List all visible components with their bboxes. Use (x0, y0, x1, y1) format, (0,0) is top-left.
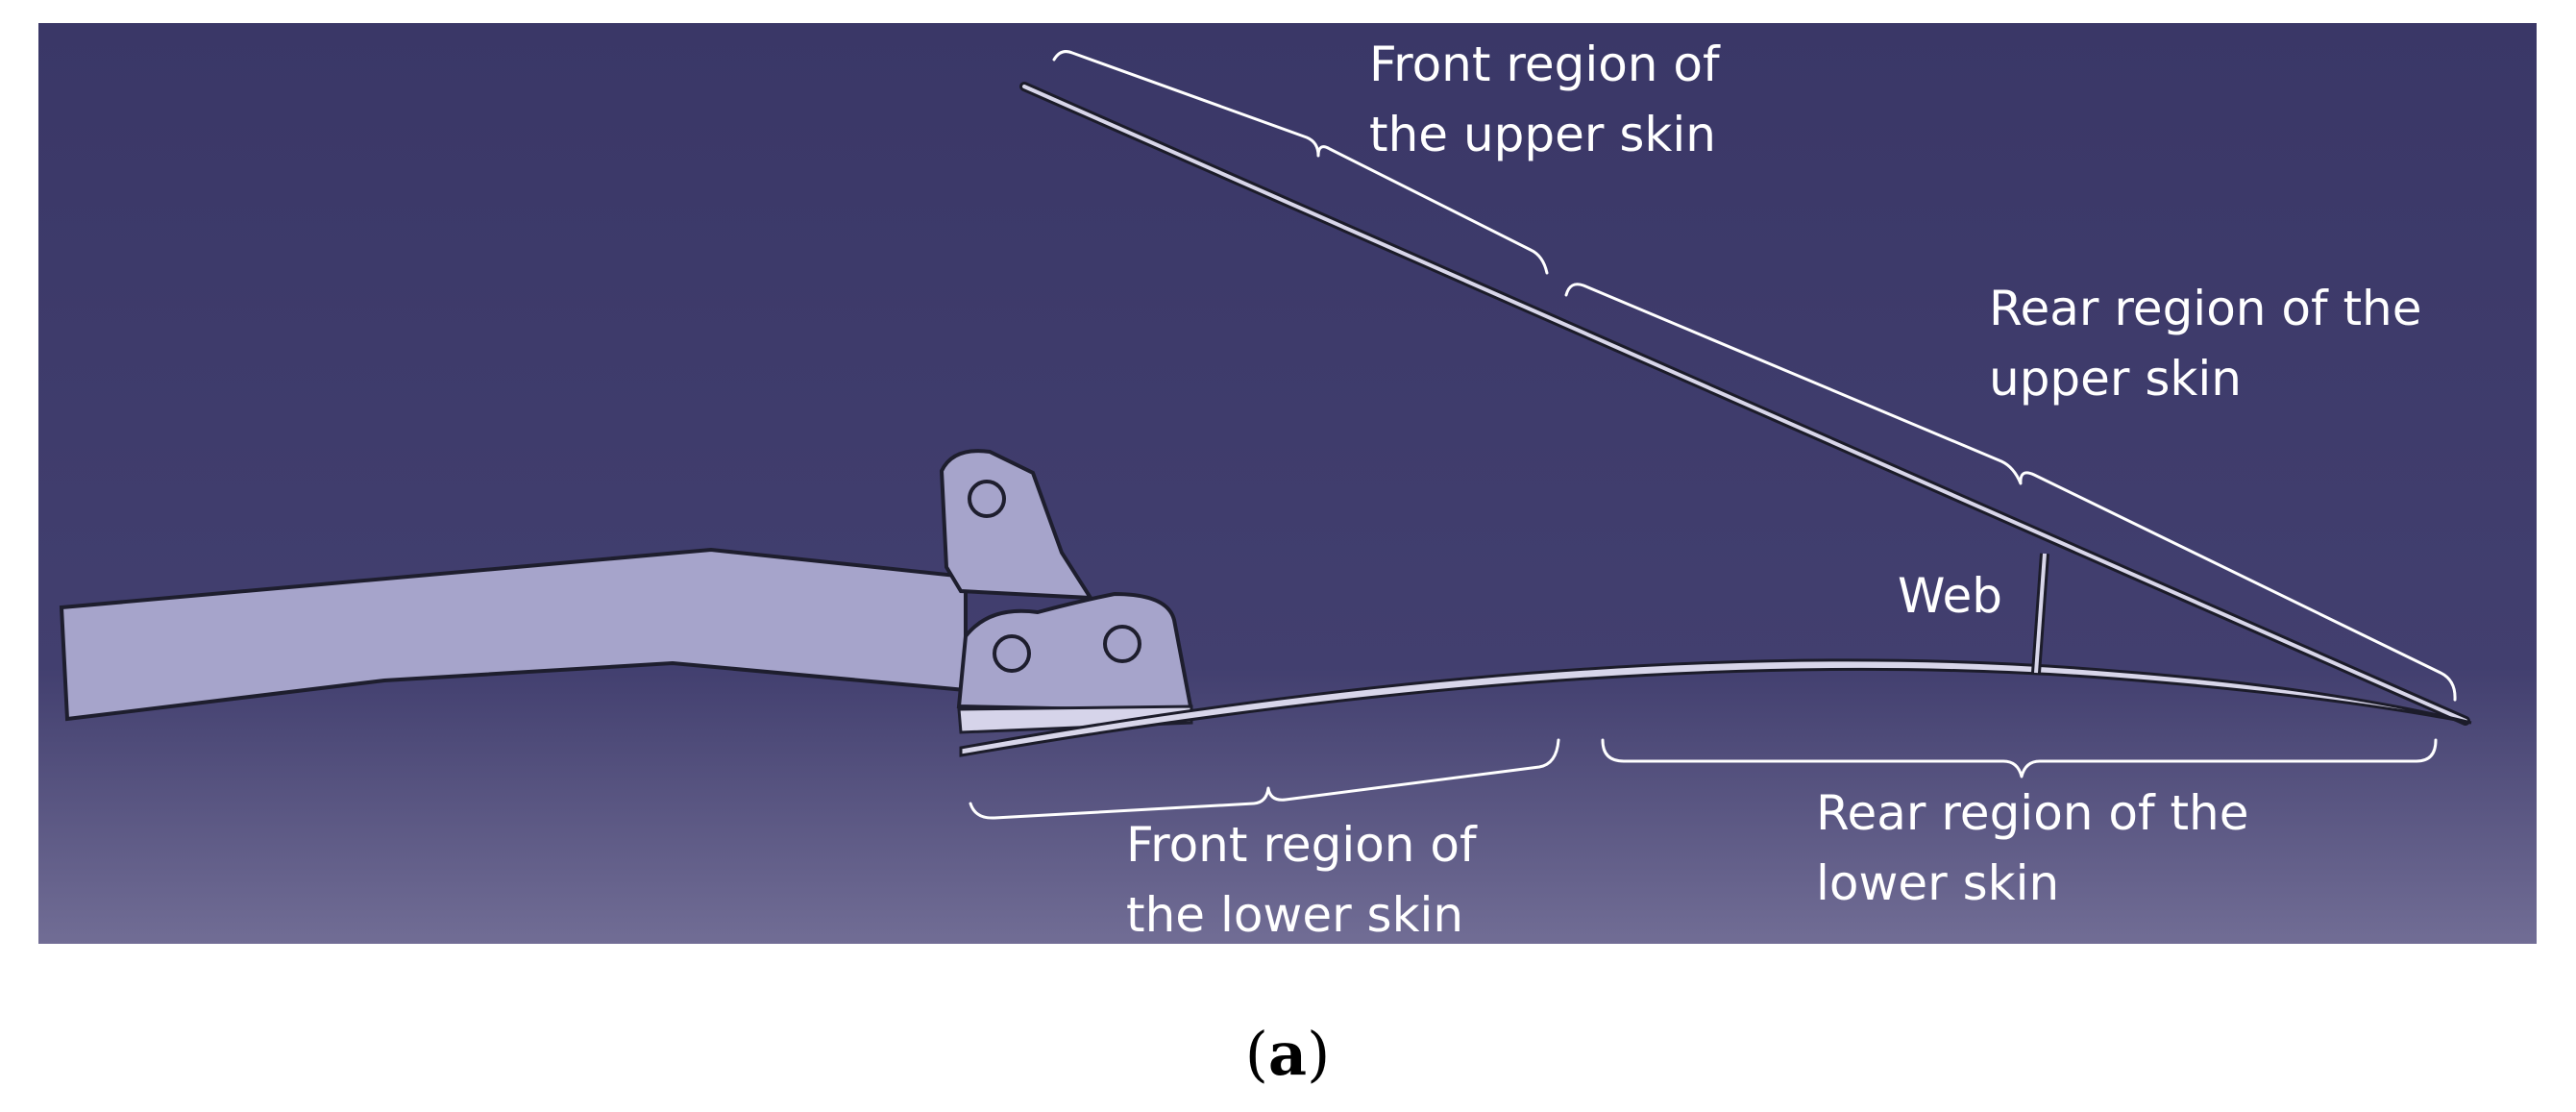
hinge-bracket-assembly (59, 449, 1194, 734)
figure-caption: (a) (1245, 1019, 1331, 1089)
upper-skin (1019, 82, 2470, 726)
label-front-lower-skin: Front region of the lower skin (1126, 817, 1491, 943)
web-stiffener (2031, 553, 2049, 674)
clevis-hole-left (993, 634, 1031, 673)
label-web: Web (1898, 568, 2002, 624)
clevis-hole-right (1103, 625, 1141, 663)
brace-rear-upper (1564, 283, 2457, 702)
brace-front-lower (969, 738, 1560, 820)
brace-rear-lower (1601, 738, 2438, 778)
cad-viewport-background (38, 23, 2537, 944)
bracket-base-flange (957, 704, 1193, 734)
label-rear-upper-skin: Rear region of the upper skin (1989, 281, 2437, 407)
brace-front-upper (1052, 50, 1549, 275)
actuator-arm (59, 547, 968, 722)
label-front-upper-skin: Front region of the upper skin (1369, 37, 1734, 162)
label-rear-lower-skin: Rear region of the lower skin (1816, 785, 2264, 911)
lower-skin (959, 658, 2472, 757)
clevis-plate (956, 591, 1194, 714)
upper-lug-hole (968, 480, 1006, 518)
